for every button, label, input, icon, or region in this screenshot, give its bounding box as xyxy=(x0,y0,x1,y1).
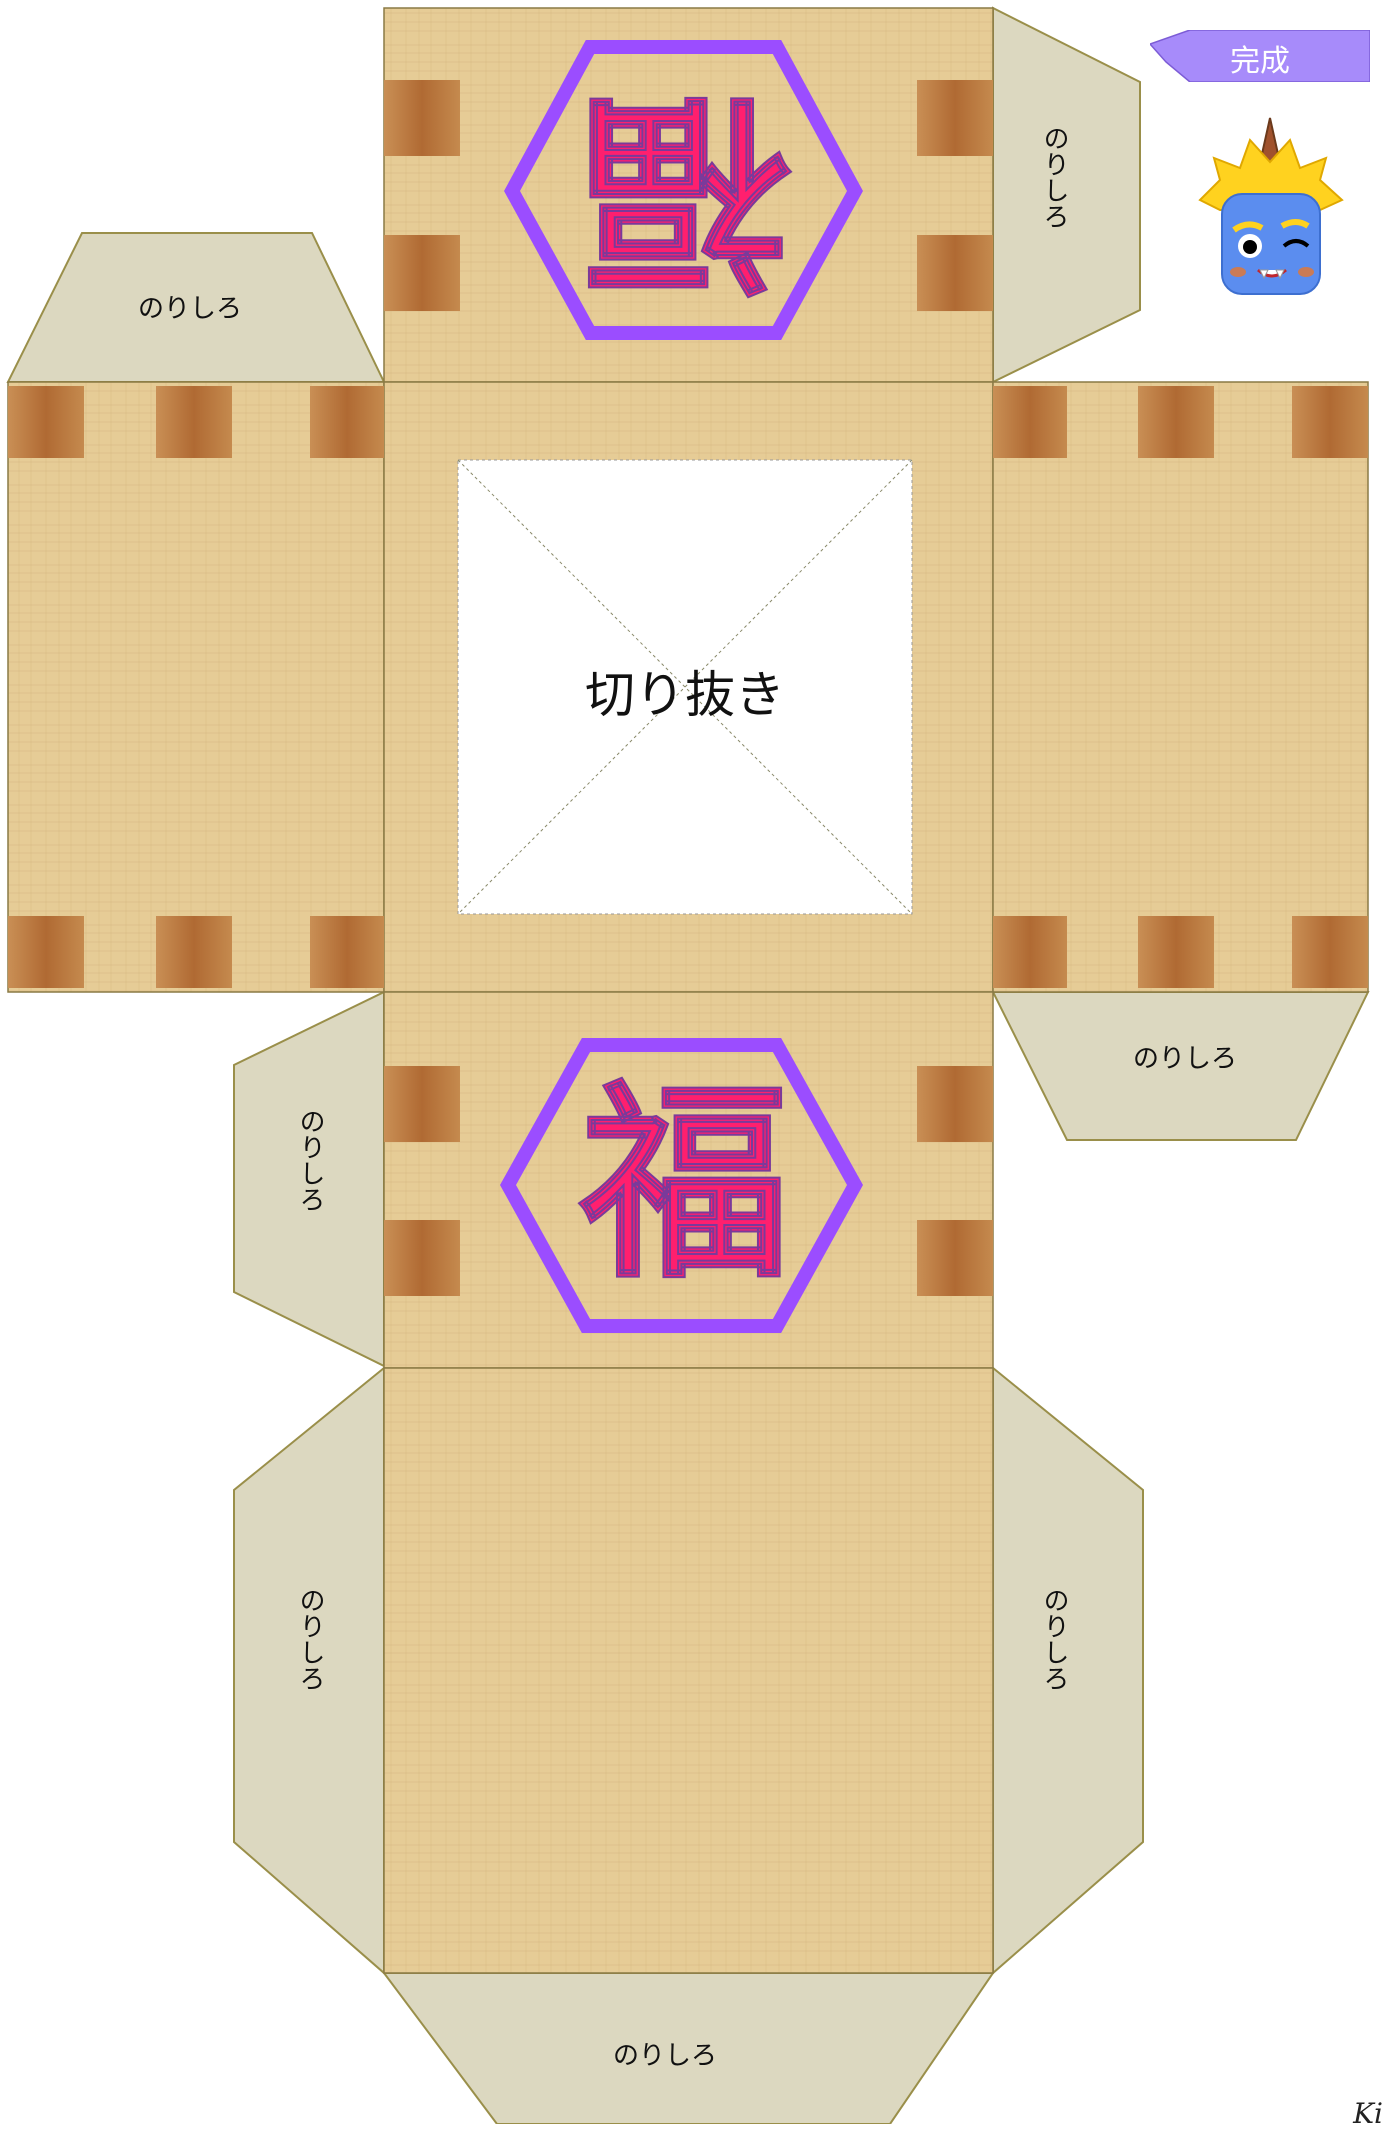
hexagon-emblem-icon xyxy=(499,40,864,1333)
glue-label-top-right: のりしろ xyxy=(1039,125,1069,229)
glue-label-right-bottom: のりしろ xyxy=(1132,1044,1237,1074)
face-right xyxy=(992,381,1369,993)
glue-label-bottom: のりしろ xyxy=(612,2041,717,2071)
face-front xyxy=(383,991,994,1369)
cutout-window xyxy=(457,459,913,915)
kanji-top: 福 xyxy=(579,67,791,314)
glue-label-right-lower: のりしろ xyxy=(1039,1587,1069,1691)
done-badge-label: 完成 xyxy=(1230,44,1290,79)
glue-label-left-middle: のりしろ xyxy=(295,1108,325,1212)
cutout-label: 切り抜き xyxy=(585,666,785,724)
oni-mascot-icon xyxy=(1198,117,1344,295)
face-left xyxy=(7,381,385,993)
plank-blocks xyxy=(8,80,1368,1296)
glue-label-left-top: のりしろ xyxy=(137,294,242,324)
glue-label-left-lower: のりしろ xyxy=(295,1587,325,1691)
done-badge[interactable] xyxy=(1150,30,1370,82)
corner-mark: Ki xyxy=(1353,2097,1383,2130)
kanji-front: 福 xyxy=(579,1062,791,1307)
face-bottom xyxy=(383,1367,994,1974)
face-top xyxy=(383,7,994,383)
